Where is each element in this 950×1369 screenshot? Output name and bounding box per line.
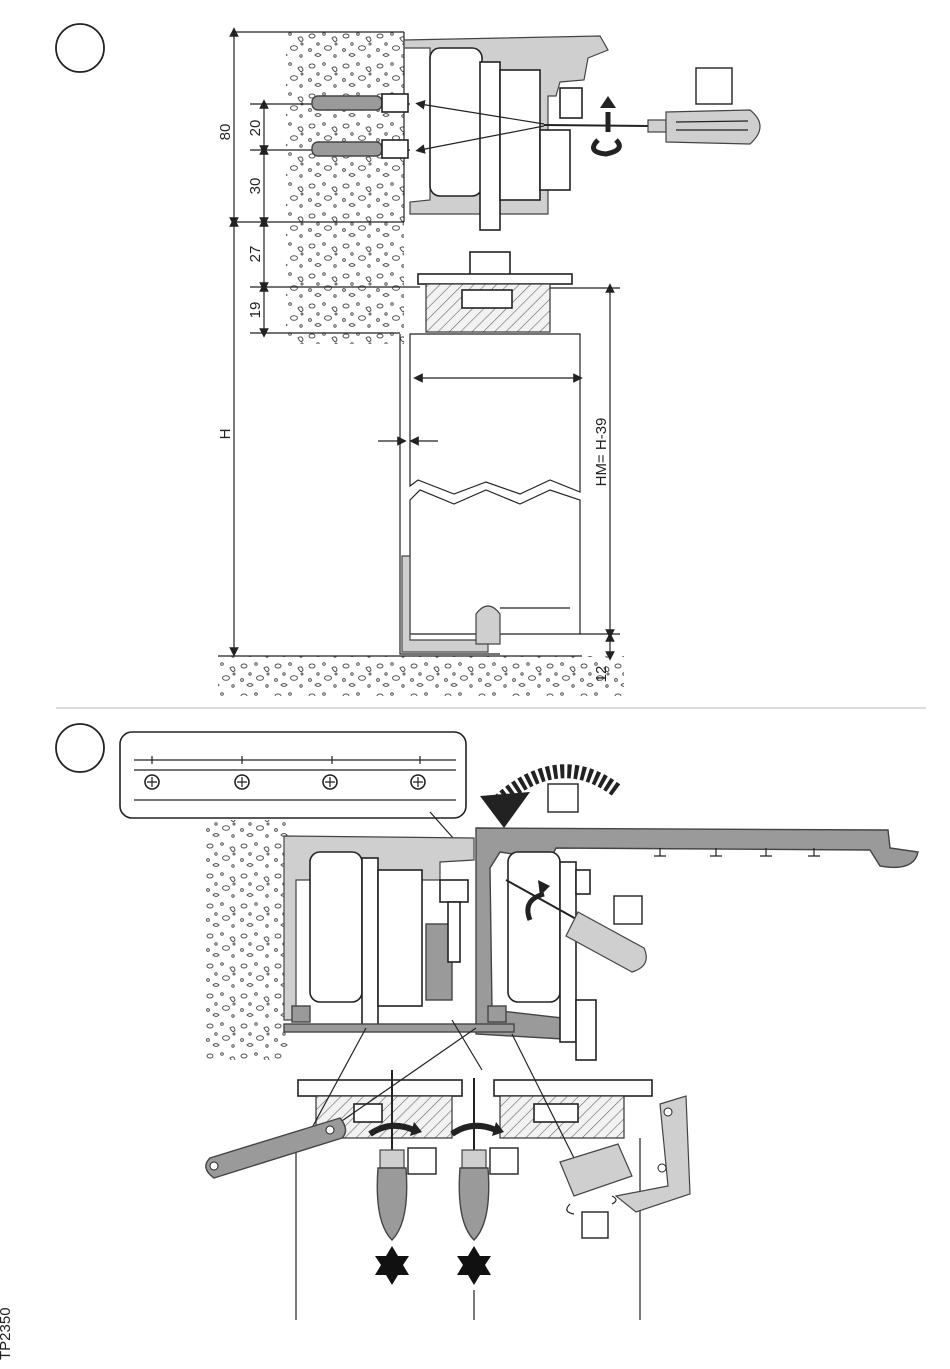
step2-wall <box>204 820 288 1060</box>
step1-section: 80 20 30 27 19 H HM= H-39 12 <box>56 24 760 696</box>
rotate-arrow-icon <box>594 112 620 154</box>
torx-star-icon-2 <box>457 1246 491 1285</box>
step2-section <box>56 724 918 1320</box>
step1-number-badge <box>56 24 104 72</box>
door-panel <box>400 334 580 654</box>
step2-number-badge <box>56 724 104 772</box>
step2-ref-box-e <box>582 1212 608 1238</box>
dim-27: 27 <box>247 246 264 263</box>
step2-ref-box-c <box>408 1148 436 1174</box>
detail-inset <box>120 732 466 848</box>
step1-floor <box>218 656 624 696</box>
step2-ref-box-a <box>548 784 578 812</box>
dim-20: 20 <box>247 120 264 137</box>
dim-H: H <box>217 429 234 440</box>
step1-ref-box <box>696 68 732 104</box>
step1-wall <box>286 32 404 344</box>
dim-HM: HM= H-39 <box>593 418 610 487</box>
dim-80: 80 <box>217 124 234 141</box>
torx-screwdriver-2 <box>457 1078 491 1320</box>
figure-code: TP2350 <box>0 1307 14 1360</box>
dim-12: 12 <box>593 666 610 683</box>
dim-30: 30 <box>247 178 264 195</box>
step2-ref-box-b <box>614 896 642 924</box>
torx-star-icon <box>375 1246 409 1285</box>
dim-19: 19 <box>247 302 264 319</box>
step2-ref-box-d <box>490 1148 518 1174</box>
lever-tool-icon <box>206 1118 346 1178</box>
